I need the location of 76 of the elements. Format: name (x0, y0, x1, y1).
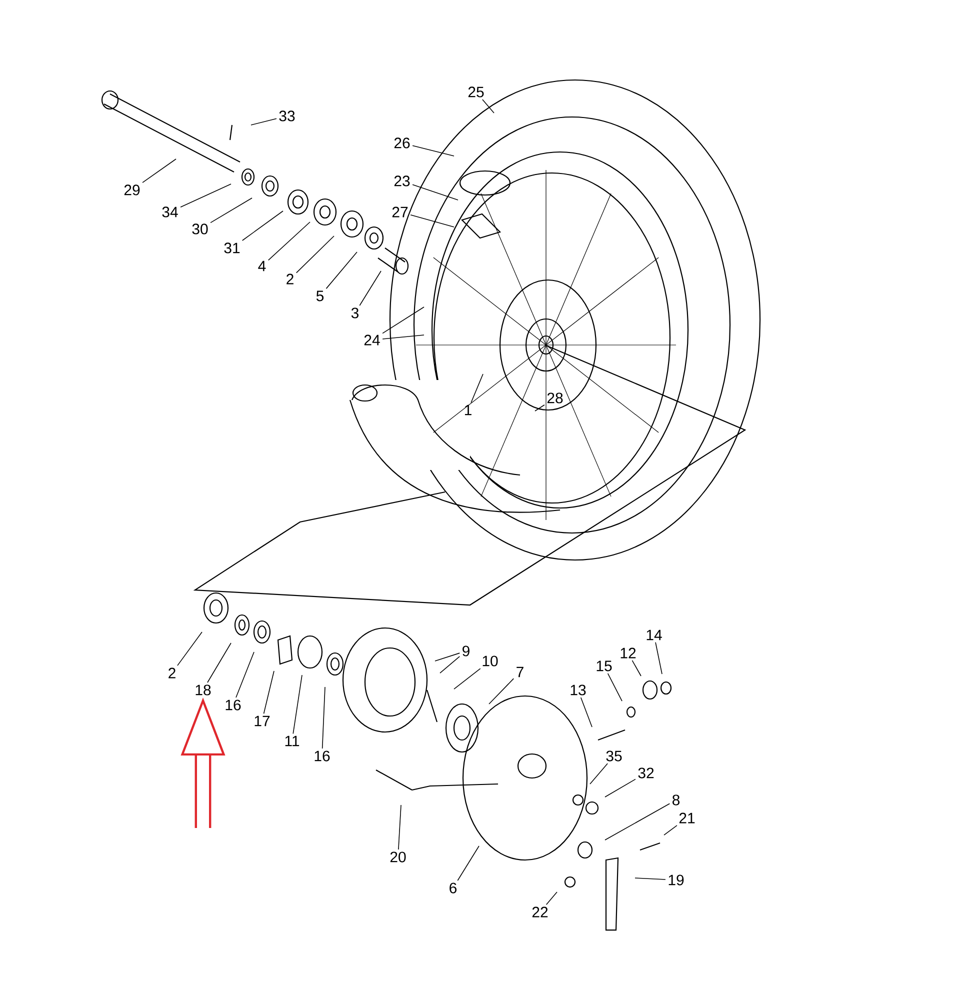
leader-line (590, 763, 608, 784)
leader-line (604, 778, 636, 798)
callout-number: 17 (254, 716, 270, 726)
callout-number: 2 (286, 274, 294, 284)
callout-number: 20 (390, 852, 406, 862)
callout-number: 3 (351, 308, 359, 318)
leader-line (412, 184, 458, 200)
callout-number: 33 (279, 110, 295, 122)
callout-number: 11 (285, 736, 300, 746)
callout-number: 19 (668, 874, 684, 886)
leader-line (322, 686, 326, 749)
leader-line (457, 846, 480, 881)
callout-number: 13 (570, 684, 586, 696)
callout-number: 25 (468, 86, 484, 98)
callout-number: 15 (596, 660, 612, 672)
callout-number: 27 (392, 206, 408, 218)
leader-line (632, 660, 642, 676)
callout-number: 6 (450, 882, 457, 894)
leader-line (359, 270, 382, 306)
leader-line (326, 252, 358, 289)
leader-line (142, 158, 176, 183)
callout-number: 7 (516, 666, 524, 678)
callout-number: 30 (192, 224, 208, 234)
leader-line (664, 825, 678, 836)
leader-line (412, 145, 454, 156)
callout-number: 26 (394, 138, 410, 148)
callout-number: 35 (606, 750, 622, 762)
callout-number: 32 (638, 768, 654, 778)
callout-number: 24 (364, 334, 380, 346)
leader-line (546, 892, 558, 905)
leader-line (292, 674, 302, 734)
callout-number: 1 (464, 404, 472, 416)
callout-number: 2 (168, 668, 176, 678)
leader-line (382, 306, 424, 334)
leader-line (440, 656, 460, 674)
callout-number: 9 (462, 646, 470, 656)
callout-number: 8 (672, 794, 680, 806)
leader-line (398, 804, 402, 850)
leader-line (207, 642, 232, 683)
leader-line (607, 673, 622, 702)
leader-line (177, 632, 202, 666)
leader-line (236, 652, 254, 698)
callout-number: 34 (162, 206, 178, 218)
callout-number: 29 (124, 184, 140, 196)
leader-line (580, 697, 592, 728)
leader-line (534, 404, 545, 412)
callout-number: 21 (679, 812, 695, 824)
leader-line (263, 670, 274, 714)
callout-number: 23 (394, 176, 410, 186)
leader-line (250, 118, 277, 126)
leader-line (634, 878, 666, 880)
leader-line (604, 803, 670, 840)
leader-line (268, 222, 310, 261)
callout-number: 10 (482, 656, 498, 666)
leader-line (454, 668, 481, 690)
leader-line (410, 214, 454, 228)
callout-number: 18 (196, 684, 211, 696)
leader-line (180, 184, 232, 208)
callout-number: 14 (646, 630, 662, 640)
callout-number: 31 (224, 242, 240, 254)
leader-line (242, 210, 284, 241)
callout-number: 28 (547, 392, 563, 404)
leader-line (210, 198, 252, 224)
leader-line (296, 236, 334, 274)
leader-line (382, 334, 424, 340)
callout-number: 12 (620, 648, 636, 658)
leader-line (470, 374, 484, 404)
callout-number: 16 (314, 750, 330, 762)
leader-line (488, 678, 514, 704)
leader-line (482, 99, 494, 114)
callout-number: 16 (226, 700, 241, 710)
leader-line (434, 652, 460, 662)
leader-line (655, 642, 662, 674)
callout-number: 4 (258, 260, 266, 272)
callout-number: 22 (532, 906, 548, 918)
callout-number: 5 (316, 290, 324, 302)
